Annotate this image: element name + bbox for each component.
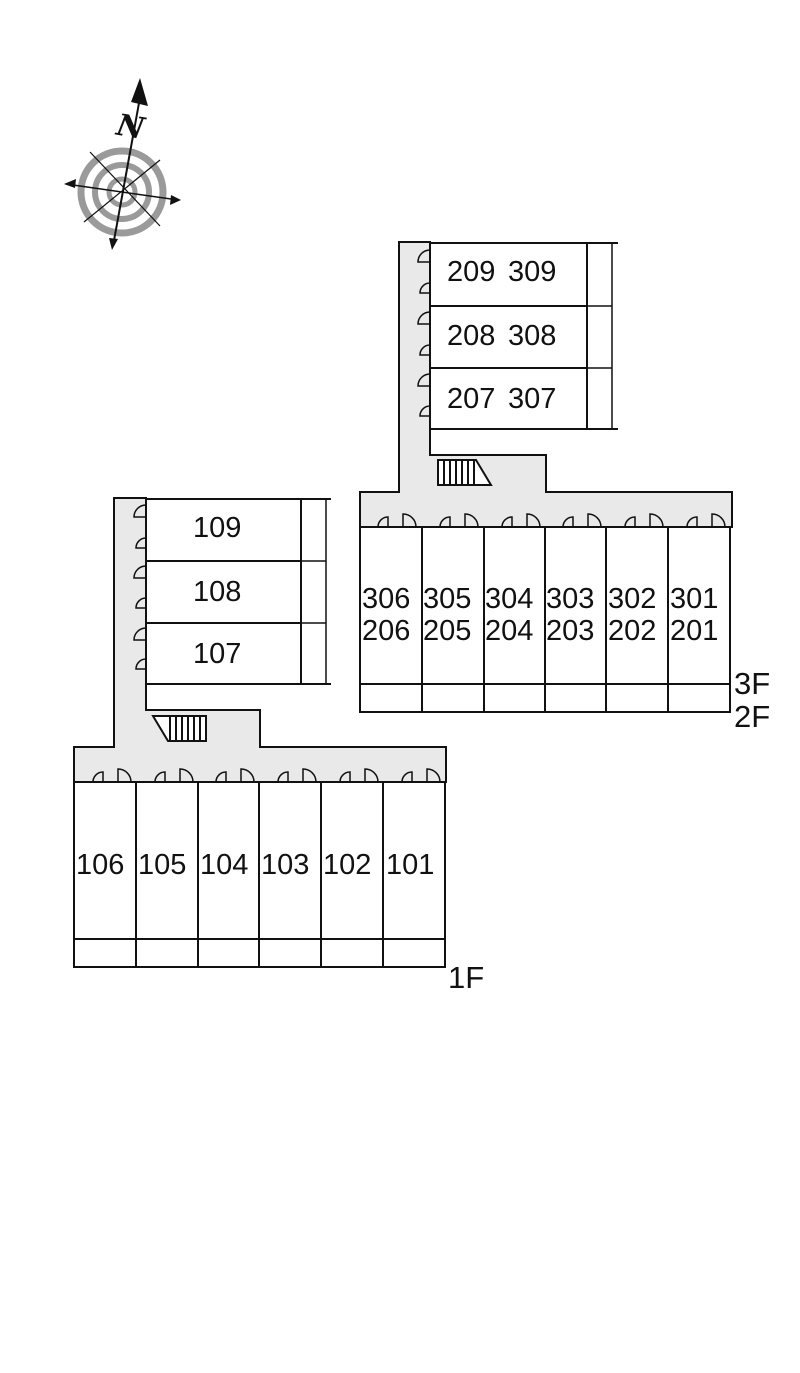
- room-102[interactable]: [320, 781, 384, 940]
- building-lower: 109 108 107: [73, 497, 484, 995]
- unit-label-307: 307: [508, 383, 556, 415]
- compass-needle: [112, 102, 140, 247]
- room-209-309[interactable]: [429, 242, 588, 307]
- room-303-203[interactable]: [544, 526, 607, 685]
- room-208-308[interactable]: [429, 305, 588, 369]
- north-wing-rooms: 209 309 208 308 207 307: [417, 242, 618, 430]
- unit-label-208: 208: [447, 320, 495, 352]
- unit-label-305: 305: [423, 583, 471, 615]
- room-301-201[interactable]: [667, 526, 731, 685]
- unit-label-105: 105: [138, 849, 186, 881]
- compass-arrow-south: [109, 238, 118, 250]
- unit-label-209: 209: [447, 256, 495, 288]
- room-304-204[interactable]: [483, 526, 546, 685]
- room-108[interactable]: [145, 560, 302, 624]
- unit-label-102: 102: [323, 849, 371, 881]
- compass-diagonal-line: [83, 159, 161, 223]
- unit-label-104: 104: [200, 849, 248, 881]
- unit-label-109: 109: [193, 512, 241, 544]
- unit-label-205: 205: [423, 615, 471, 647]
- compass-arrow-east: [170, 195, 181, 205]
- unit-label-303: 303: [546, 583, 594, 615]
- unit-label-202: 202: [608, 615, 656, 647]
- unit-label-103: 103: [261, 849, 309, 881]
- lower-east-rooms: 106 105 104 103 102 101: [73, 768, 446, 968]
- compass-cross-line: [65, 183, 179, 201]
- room-109[interactable]: [145, 498, 302, 562]
- unit-label-101: 101: [386, 849, 434, 881]
- room-106[interactable]: [73, 781, 137, 940]
- unit-label-201: 201: [670, 615, 718, 647]
- unit-label-107: 107: [193, 638, 241, 670]
- unit-label-108: 108: [193, 576, 241, 608]
- room-107[interactable]: [145, 622, 302, 685]
- unit-label-309: 309: [508, 256, 556, 288]
- door-icon: [377, 513, 726, 528]
- north-arrow-icon: [131, 78, 148, 106]
- unit-label-206: 206: [362, 615, 410, 647]
- compass-icon: N: [64, 78, 181, 250]
- floor-label-1f: 1F: [448, 960, 484, 995]
- unit-label-207: 207: [447, 383, 495, 415]
- floor-label-2f: 2F: [734, 699, 770, 734]
- door-icon: [417, 249, 431, 417]
- stairs-icon: [437, 459, 493, 486]
- east-wing-rooms: 306 305 304 303 302 301 206 205 204 203 …: [359, 513, 731, 713]
- compass-ring-inner: [106, 176, 138, 208]
- floor-label-3f: 3F: [734, 666, 770, 701]
- compass-ring-middle: [92, 162, 152, 222]
- unit-label-106: 106: [76, 849, 124, 881]
- compass-ring-outer: [77, 147, 167, 237]
- door-icon: [133, 504, 147, 670]
- unit-label-301: 301: [670, 583, 718, 615]
- compass-arrow-west: [64, 179, 76, 188]
- room-302-202[interactable]: [605, 526, 669, 685]
- unit-label-306: 306: [362, 583, 410, 615]
- room-207-307[interactable]: [429, 367, 588, 430]
- stairs-icon: [151, 715, 207, 742]
- north-label: N: [113, 108, 149, 148]
- unit-label-203: 203: [546, 615, 594, 647]
- building-upper: 209 309 208 308 207 307: [359, 241, 770, 734]
- unit-label-302: 302: [608, 583, 656, 615]
- unit-label-204: 204: [485, 615, 533, 647]
- door-icon: [92, 768, 441, 783]
- lower-north-wing-rooms: 109 108 107: [133, 498, 331, 685]
- unit-label-304: 304: [485, 583, 533, 615]
- unit-label-308: 308: [508, 320, 556, 352]
- room-306-206[interactable]: [359, 526, 423, 685]
